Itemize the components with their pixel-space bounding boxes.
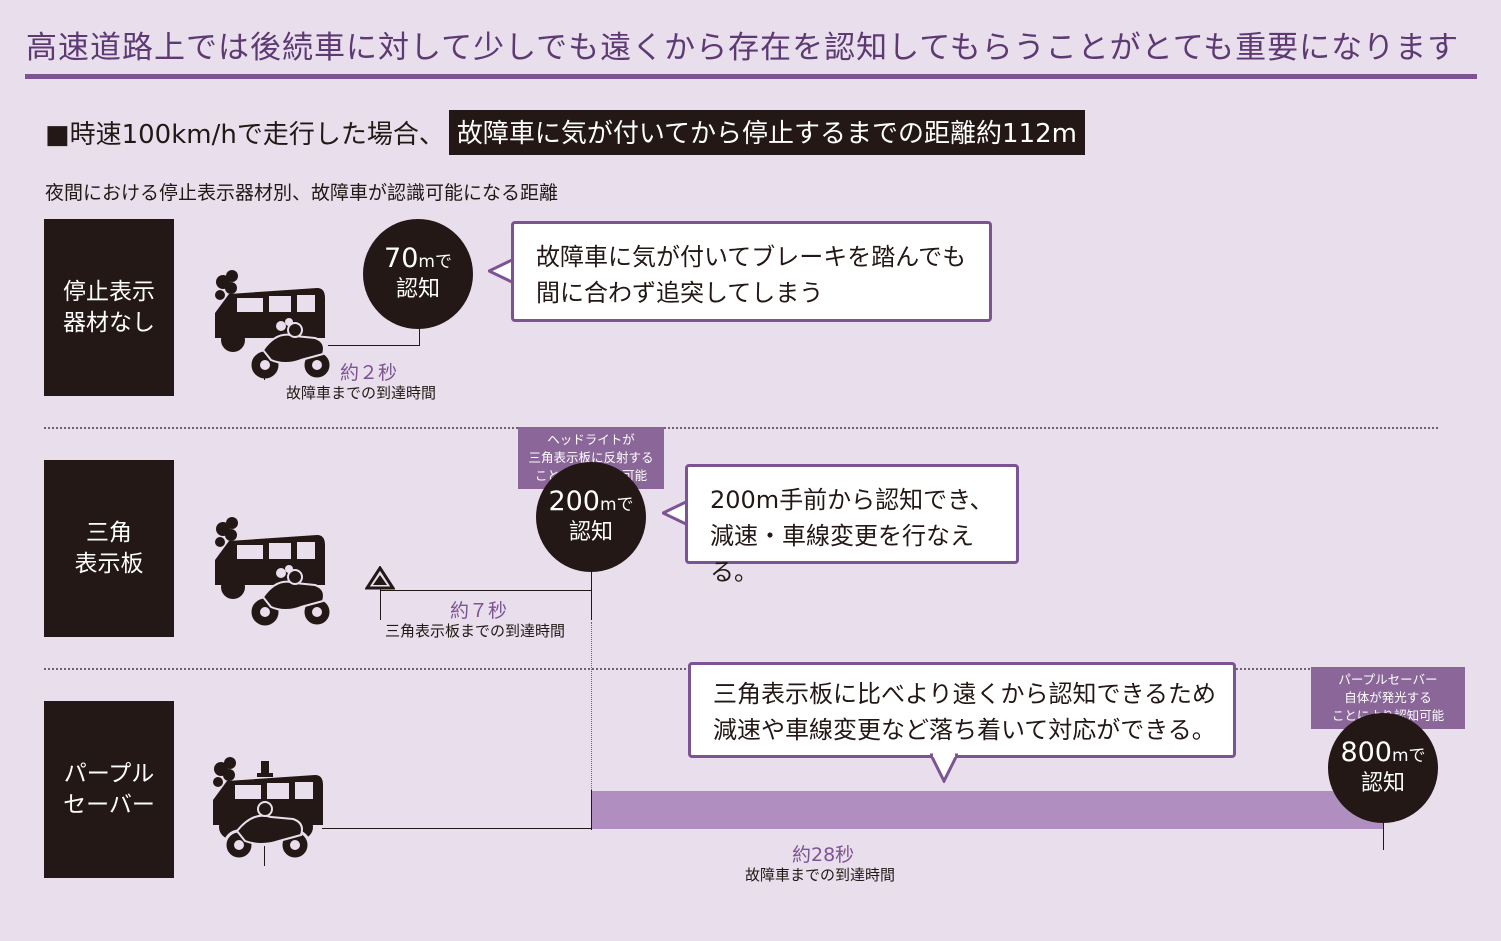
row3-distance-value: 800 (1340, 736, 1392, 768)
motorcycle-icon (248, 565, 333, 629)
smoke-icon (213, 757, 236, 787)
smoke-icon (215, 517, 238, 547)
motorcycle-icon (248, 318, 333, 382)
row3-vehicles (213, 757, 323, 861)
page-title: 高速道路上では後続車に対して少しでも遠くから存在を認知してもらうことがとても重要… (26, 30, 1460, 66)
motorcycle-icon (223, 801, 311, 861)
row2-distance-unit: mで (599, 494, 634, 515)
row1-time: 約２秒 (340, 362, 398, 384)
row2-marker-line (591, 560, 592, 620)
row-label-triangle-board: 三角 表示板 (44, 460, 174, 637)
row1-recognition-circle: 70mで 認知 (363, 219, 473, 329)
smoke-icon (215, 270, 238, 300)
row3-time-caption: 故障車までの到達時間 (745, 866, 896, 884)
title-underline (25, 74, 1477, 79)
row3-recognition-circle: 800mで 認知 (1328, 713, 1438, 823)
row1-vehicles (215, 270, 333, 382)
row3-speech-bubble: 三角表示板に比べより遠くから認知できるため 減速や車線変更など落ち着いて対応がで… (688, 662, 1236, 758)
purple-saver-light-icon (257, 761, 273, 777)
row3-car-tick (264, 846, 265, 866)
warning-triangle-icon (365, 566, 395, 590)
row-divider (44, 427, 1438, 429)
row3-purple-range-bar (591, 791, 1383, 829)
row1-time-caption: 故障車までの到達時間 (286, 384, 437, 402)
row2-speech-bubble: 200m手前から認知でき、 減速・車線変更を行なえる。 (685, 464, 1019, 586)
row1-car-tick (264, 376, 265, 380)
row3-distance-unit: mで (1391, 745, 1426, 766)
row3-time: 約28秒 (792, 844, 855, 866)
row1-speech-bubble: 故障車に気が付いてブレーキを踏んでも 間に合わず追突してしまう (511, 221, 992, 322)
row3-distance-line (322, 828, 592, 829)
row2-distance-line (380, 590, 591, 591)
row2-vehicles (215, 517, 333, 629)
row3-bar-start-tick (591, 790, 592, 830)
row2-recog-label: 認知 (568, 519, 613, 545)
row2-time: 約７秒 (450, 600, 508, 622)
row1-distance-line (328, 345, 419, 346)
headline-prefix: ■時速100km/hで走行した場合、 (45, 120, 445, 150)
row1-distance-value: 70 (384, 242, 419, 274)
row2-recognition-circle: 200mで 認知 (536, 462, 646, 572)
row-label-no-device: 停止表示 器材なし (44, 219, 174, 396)
row3-bubble-pointer (930, 753, 958, 783)
subtitle: 夜間における停止表示器材別、故障車が認識可能になる距離 (45, 182, 559, 204)
row2-time-caption: 三角表示板までの到達時間 (385, 622, 566, 640)
headline-highlight: 故障車に気が付いてから停止するまでの距離約112m (448, 110, 1086, 155)
row2-triangle-tick (380, 588, 381, 620)
row2-distance-value: 200 (548, 485, 600, 517)
headline: ■時速100km/hで走行した場合、 故障車に気が付いてから停止するまでの距離約… (45, 110, 1086, 155)
row1-distance-unit: mで (418, 251, 452, 272)
row1-recog-label: 認知 (395, 276, 440, 302)
reference-dotted-line (591, 622, 592, 790)
row3-recog-label: 認知 (1360, 770, 1405, 796)
row-label-purple-saver: パープル セーバー (44, 701, 174, 878)
